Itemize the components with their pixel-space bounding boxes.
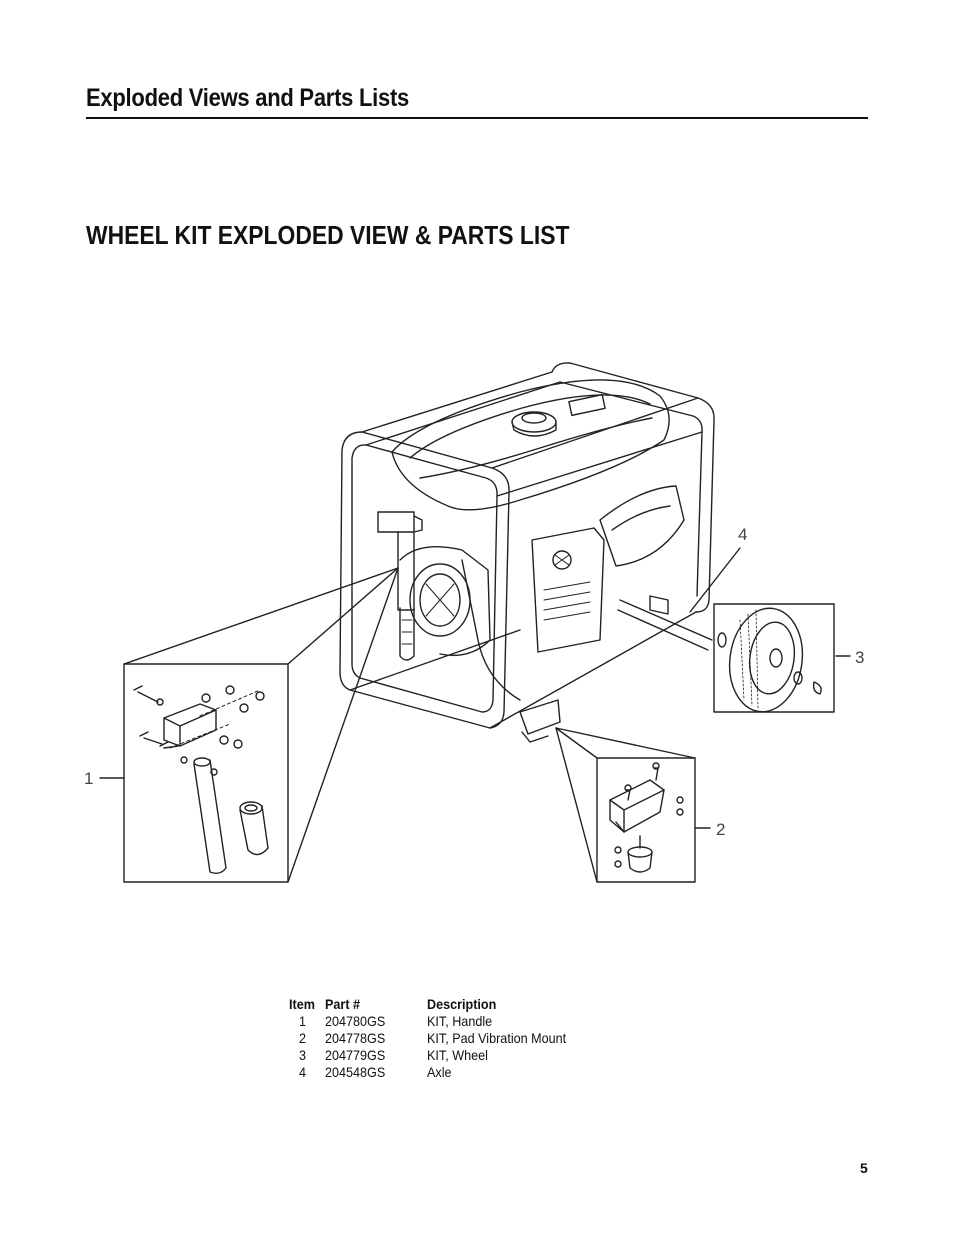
table-row: 4 204548GS Axle [284, 1064, 582, 1081]
row-part-number: 204779GS [325, 1047, 386, 1063]
row-item: 1 [299, 1013, 307, 1029]
row-description: KIT, Wheel [427, 1047, 488, 1063]
row-item: 3 [299, 1047, 307, 1063]
header-description: Description [427, 996, 497, 1012]
table-row: 3 204779GS KIT, Wheel [284, 1047, 582, 1064]
callout-1: 1 [84, 769, 93, 788]
row-item: 4 [299, 1064, 307, 1080]
table-row: 2 204778GS KIT, Pad Vibration Mount [284, 1030, 582, 1047]
axle-leader [689, 547, 741, 613]
page-title: WHEEL KIT EXPLODED VIEW & PARTS LIST [86, 220, 570, 250]
row-description: Axle [427, 1064, 452, 1080]
row-part-number: 204548GS [325, 1064, 386, 1080]
section-header: Exploded Views and Parts Lists [86, 84, 868, 119]
row-description: KIT, Pad Vibration Mount [427, 1030, 567, 1046]
page-number: 5 [860, 1160, 868, 1176]
callout-3: 3 [855, 648, 864, 667]
parts-list-table: Item Part # Description 1 204780GS KIT, … [284, 996, 582, 1081]
callout-2: 2 [716, 820, 725, 839]
wheel-detail [713, 603, 851, 713]
row-description: KIT, Handle [427, 1013, 493, 1029]
parts-table-header: Item Part # Description [284, 996, 582, 1013]
header-item: Item [288, 996, 315, 1012]
row-part-number: 204780GS [325, 1013, 386, 1029]
section-title: Exploded Views and Parts Lists [86, 84, 410, 112]
header-part-number: Part # [325, 996, 361, 1012]
row-item: 2 [299, 1030, 307, 1046]
row-part-number: 204778GS [325, 1030, 386, 1046]
table-row: 1 204780GS KIT, Handle [284, 1013, 582, 1030]
generator-illustration [339, 362, 715, 743]
handle-kit-detail [99, 567, 399, 883]
callout-4: 4 [738, 525, 747, 544]
vibration-mount-detail [555, 727, 711, 883]
